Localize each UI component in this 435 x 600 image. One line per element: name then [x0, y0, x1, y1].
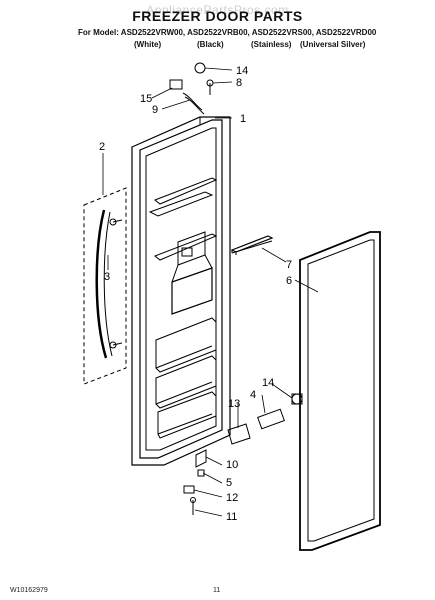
handle-assembly — [83, 187, 127, 385]
handle-screw-bottom — [109, 341, 117, 349]
lower-hardware — [227, 393, 303, 445]
liner-shelf-1 — [154, 177, 218, 205]
liner-shelf-2 — [154, 233, 218, 261]
callout-5: 5 — [226, 477, 232, 489]
door-liner — [139, 119, 223, 459]
page-title: FREEZER DOOR PARTS — [132, 8, 303, 24]
color-label-black: (Black) — [197, 40, 224, 49]
callout-8: 8 — [236, 77, 242, 89]
door-bin-1 — [155, 317, 217, 373]
door-outer-panel — [131, 116, 231, 466]
model-list: For Model: ASD2522VRW00, ASD2522VRB00, A… — [78, 28, 377, 37]
callout-6: 6 — [286, 275, 292, 287]
part-12-bushing — [183, 485, 195, 494]
door-gasket — [299, 231, 381, 551]
callout-12: 12 — [226, 492, 238, 504]
part-13-hinge — [227, 423, 251, 445]
callout-4: 4 — [250, 389, 256, 401]
cam-part-15 — [169, 79, 183, 90]
handle-screw-top — [109, 218, 117, 226]
door-handle — [95, 209, 108, 359]
watermark: AppliancePartsPros.com — [146, 3, 289, 17]
door-bins — [155, 317, 217, 439]
part-10-hinge-pin — [195, 449, 207, 468]
bottom-hardware — [183, 449, 207, 515]
callout-14-top: 14 — [236, 65, 248, 77]
part-4-cover — [257, 408, 285, 430]
color-label-stainless: (Stainless) — [251, 40, 292, 49]
handle-dashed-box — [83, 187, 127, 385]
color-label-white: (White) — [134, 40, 162, 49]
color-label-universal-silver: (Universal Silver) — [300, 40, 366, 49]
callout-3: 3 — [104, 271, 110, 283]
trim-strip — [230, 235, 274, 255]
callout-15: 15 — [140, 93, 152, 105]
callout-10: 10 — [226, 459, 238, 471]
callout-11: 11 — [226, 511, 237, 523]
page-number: 11 — [213, 587, 221, 594]
leader-lines — [102, 67, 319, 517]
callout-7: 7 — [286, 259, 292, 271]
document-number: W10162979 — [10, 587, 48, 594]
dispenser-housing — [171, 231, 213, 315]
wire-harness-9 — [182, 92, 203, 111]
callout-1: 1 — [240, 113, 246, 125]
callout-2: 2 — [99, 141, 105, 153]
callout-13: 13 — [228, 398, 240, 410]
callout-9: 9 — [152, 104, 158, 116]
top-hinge-hardware — [169, 62, 214, 115]
callout-14-lower: 14 — [262, 377, 274, 389]
part-5-spacer — [197, 469, 205, 477]
bushing-14 — [194, 62, 206, 74]
